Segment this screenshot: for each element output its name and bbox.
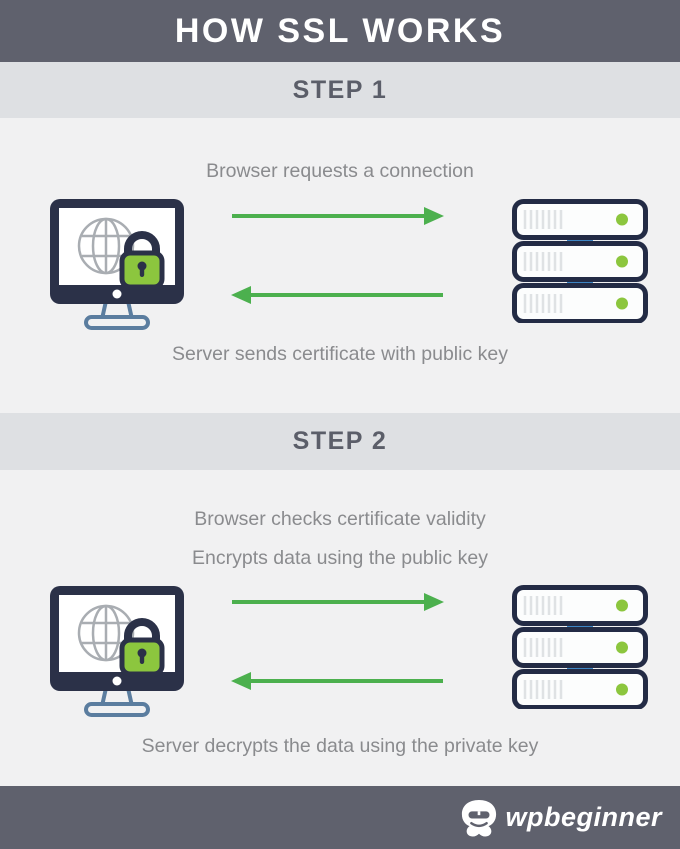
step1-label: STEP 1 <box>292 75 388 104</box>
padlock-icon <box>119 231 165 290</box>
step2-heading-band: STEP 2 <box>0 413 680 470</box>
step2-label: STEP 2 <box>292 427 388 455</box>
arrow-left-icon <box>231 286 443 304</box>
browser-computer-icon <box>50 199 184 330</box>
page-title: HOW SSL WORKS <box>174 11 506 50</box>
arrow-left-icon <box>231 672 443 690</box>
arrow-right-icon <box>232 207 444 225</box>
monitor-stand <box>84 300 150 330</box>
server-unit <box>512 241 648 282</box>
padlock-icon <box>119 618 165 677</box>
header: HOW SSL WORKS <box>0 0 680 62</box>
server-icon <box>512 585 648 709</box>
footer: wpbeginner <box>0 786 680 849</box>
step2-top-caption-2: Encrypts data using the public key <box>192 547 488 569</box>
step2-top-caption-1: Browser checks certificate validity <box>194 508 486 530</box>
browser-computer-icon <box>50 586 184 717</box>
monitor-button <box>112 676 122 686</box>
server-unit <box>512 199 648 240</box>
step2-bottom-caption: Server decrypts the data using the priva… <box>141 735 539 757</box>
brand-name: wpbeginner <box>505 802 662 832</box>
step1-arrows <box>231 207 444 304</box>
server-unit <box>512 585 648 626</box>
step2-arrows <box>231 593 444 690</box>
server-icon <box>512 199 648 323</box>
step1-top-caption: Browser requests a connection <box>206 160 474 182</box>
wpbeginner-mascot-icon <box>462 799 497 837</box>
monitor-stand <box>84 687 150 717</box>
server-unit <box>512 283 648 323</box>
arrow-right-icon <box>232 593 444 611</box>
monitor-button <box>112 289 122 299</box>
server-unit <box>512 627 648 668</box>
wpbeginner-logo: wpbeginner <box>460 799 662 837</box>
step1-heading-band: STEP 1 <box>0 62 680 118</box>
server-unit <box>512 669 648 709</box>
step1-bottom-caption: Server sends certificate with public key <box>172 343 508 365</box>
